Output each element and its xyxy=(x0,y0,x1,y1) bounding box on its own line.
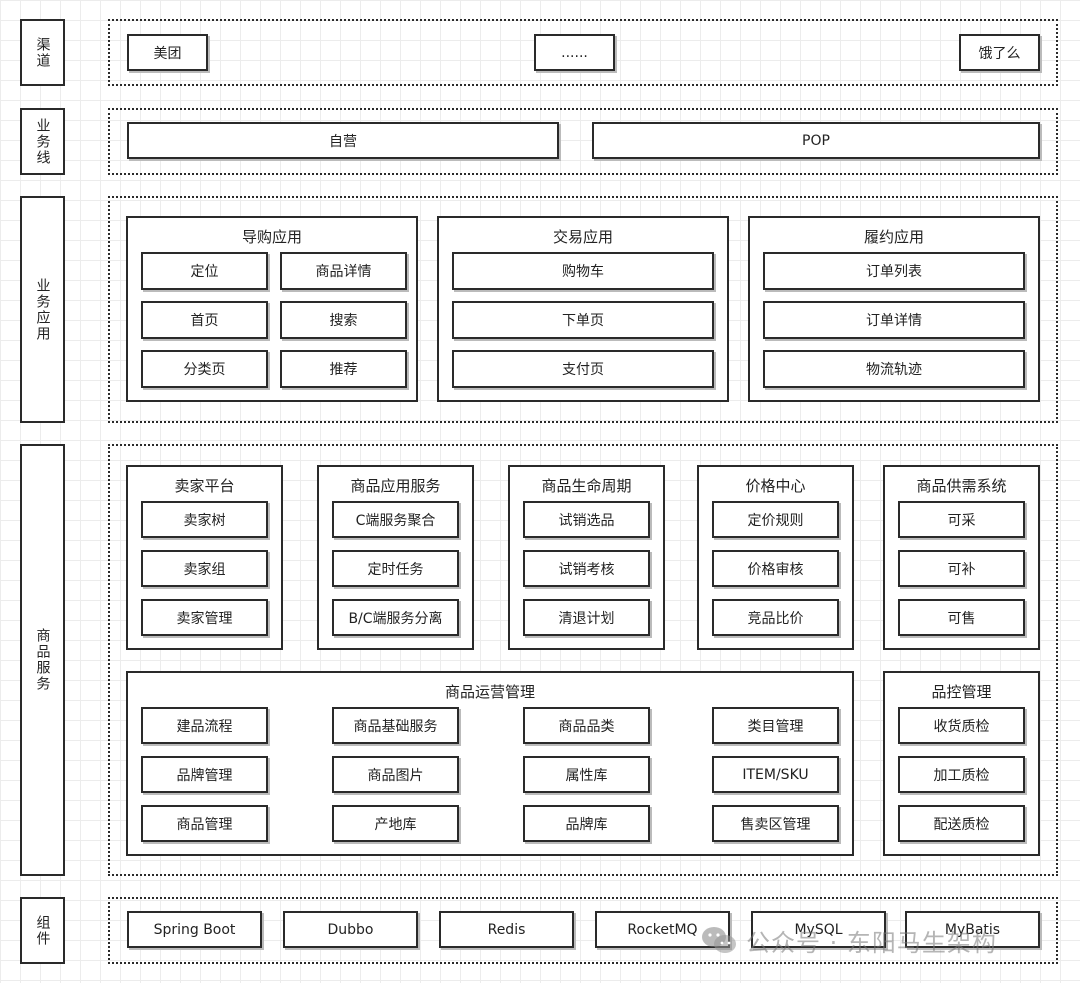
service-item: 定价规则 xyxy=(712,501,839,538)
service-item: 收货质检 xyxy=(898,707,1025,744)
app-item: 下单页 xyxy=(452,301,714,339)
component-layer xyxy=(108,897,1058,964)
panel-title: 商品供需系统 xyxy=(916,477,1007,495)
service-item: 商品管理 xyxy=(141,805,268,842)
service-item: 类目管理 xyxy=(712,707,839,744)
service-item: 售卖区管理 xyxy=(712,805,839,842)
side-label-text: 业务线 xyxy=(34,117,51,166)
side-label-text: 商品服务 xyxy=(34,628,51,692)
channel-more: ...... xyxy=(534,34,615,71)
panel-title: 商品应用服务 xyxy=(350,477,441,495)
app-item: 支付页 xyxy=(452,350,714,388)
panel-title: 导购应用 xyxy=(241,228,302,246)
service-item: 可采 xyxy=(898,501,1025,538)
component-item: Redis xyxy=(439,911,574,948)
service-item: 试销考核 xyxy=(523,550,650,587)
component-item: RocketMQ xyxy=(595,911,730,948)
service-item: 品牌库 xyxy=(523,805,650,842)
side-label-business-line: 业务线 xyxy=(20,108,65,175)
app-item: 订单详情 xyxy=(763,301,1025,339)
product-service-layer xyxy=(108,444,1058,876)
service-item: 加工质检 xyxy=(898,756,1025,793)
panel-title: 商品运营管理 xyxy=(444,683,535,701)
app-item: 物流轨迹 xyxy=(763,350,1025,388)
service-item: 产地库 xyxy=(332,805,459,842)
app-item: 搜索 xyxy=(280,301,407,339)
service-item: 建品流程 xyxy=(141,707,268,744)
service-item: ITEM/SKU xyxy=(712,756,839,793)
service-item: 试销选品 xyxy=(523,501,650,538)
side-label-channel: 渠道 xyxy=(20,19,65,86)
app-item: 推荐 xyxy=(280,350,407,388)
service-item: 卖家管理 xyxy=(141,599,268,636)
component-item: MySQL xyxy=(751,911,886,948)
service-item: 商品图片 xyxy=(332,756,459,793)
business-line-pop: POP xyxy=(592,122,1040,159)
service-item: C端服务聚合 xyxy=(332,501,459,538)
app-item: 定位 xyxy=(141,252,268,290)
service-item: 卖家组 xyxy=(141,550,268,587)
service-item: 商品品类 xyxy=(523,707,650,744)
panel-title: 交易应用 xyxy=(552,228,613,246)
service-item: 属性库 xyxy=(523,756,650,793)
service-item: 配送质检 xyxy=(898,805,1025,842)
app-item: 首页 xyxy=(141,301,268,339)
service-item: B/C端服务分离 xyxy=(332,599,459,636)
panel-title: 价格中心 xyxy=(745,477,806,495)
side-label-component: 组件 xyxy=(20,897,65,964)
service-item: 清退计划 xyxy=(523,599,650,636)
component-item: MyBatis xyxy=(905,911,1040,948)
business-line-layer xyxy=(108,108,1058,175)
panel-title: 履约应用 xyxy=(863,228,924,246)
channel-layer xyxy=(108,19,1058,86)
side-label-product-service: 商品服务 xyxy=(20,444,65,876)
app-item: 购物车 xyxy=(452,252,714,290)
service-item: 品牌管理 xyxy=(141,756,268,793)
component-item: Dubbo xyxy=(283,911,418,948)
service-item: 商品基础服务 xyxy=(332,707,459,744)
service-item: 可售 xyxy=(898,599,1025,636)
app-item: 订单列表 xyxy=(763,252,1025,290)
panel-title: 卖家平台 xyxy=(174,477,235,495)
app-item: 商品详情 xyxy=(280,252,407,290)
service-item: 价格审核 xyxy=(712,550,839,587)
panel-title: 商品生命周期 xyxy=(541,477,632,495)
component-item: Spring Boot xyxy=(127,911,262,948)
channel-meituan: 美团 xyxy=(127,34,208,71)
service-item: 定时任务 xyxy=(332,550,459,587)
panel-title: 品控管理 xyxy=(931,683,992,701)
channel-eleme: 饿了么 xyxy=(959,34,1040,71)
side-label-text: 业务应用 xyxy=(34,277,51,342)
service-item: 竞品比价 xyxy=(712,599,839,636)
side-label-text: 组件 xyxy=(34,914,51,947)
business-line-self: 自营 xyxy=(127,122,559,159)
app-item: 分类页 xyxy=(141,350,268,388)
business-app-layer xyxy=(108,196,1058,423)
service-item: 可补 xyxy=(898,550,1025,587)
side-label-business-app: 业务应用 xyxy=(20,196,65,423)
side-label-text: 渠道 xyxy=(34,36,51,69)
service-item: 卖家树 xyxy=(141,501,268,538)
